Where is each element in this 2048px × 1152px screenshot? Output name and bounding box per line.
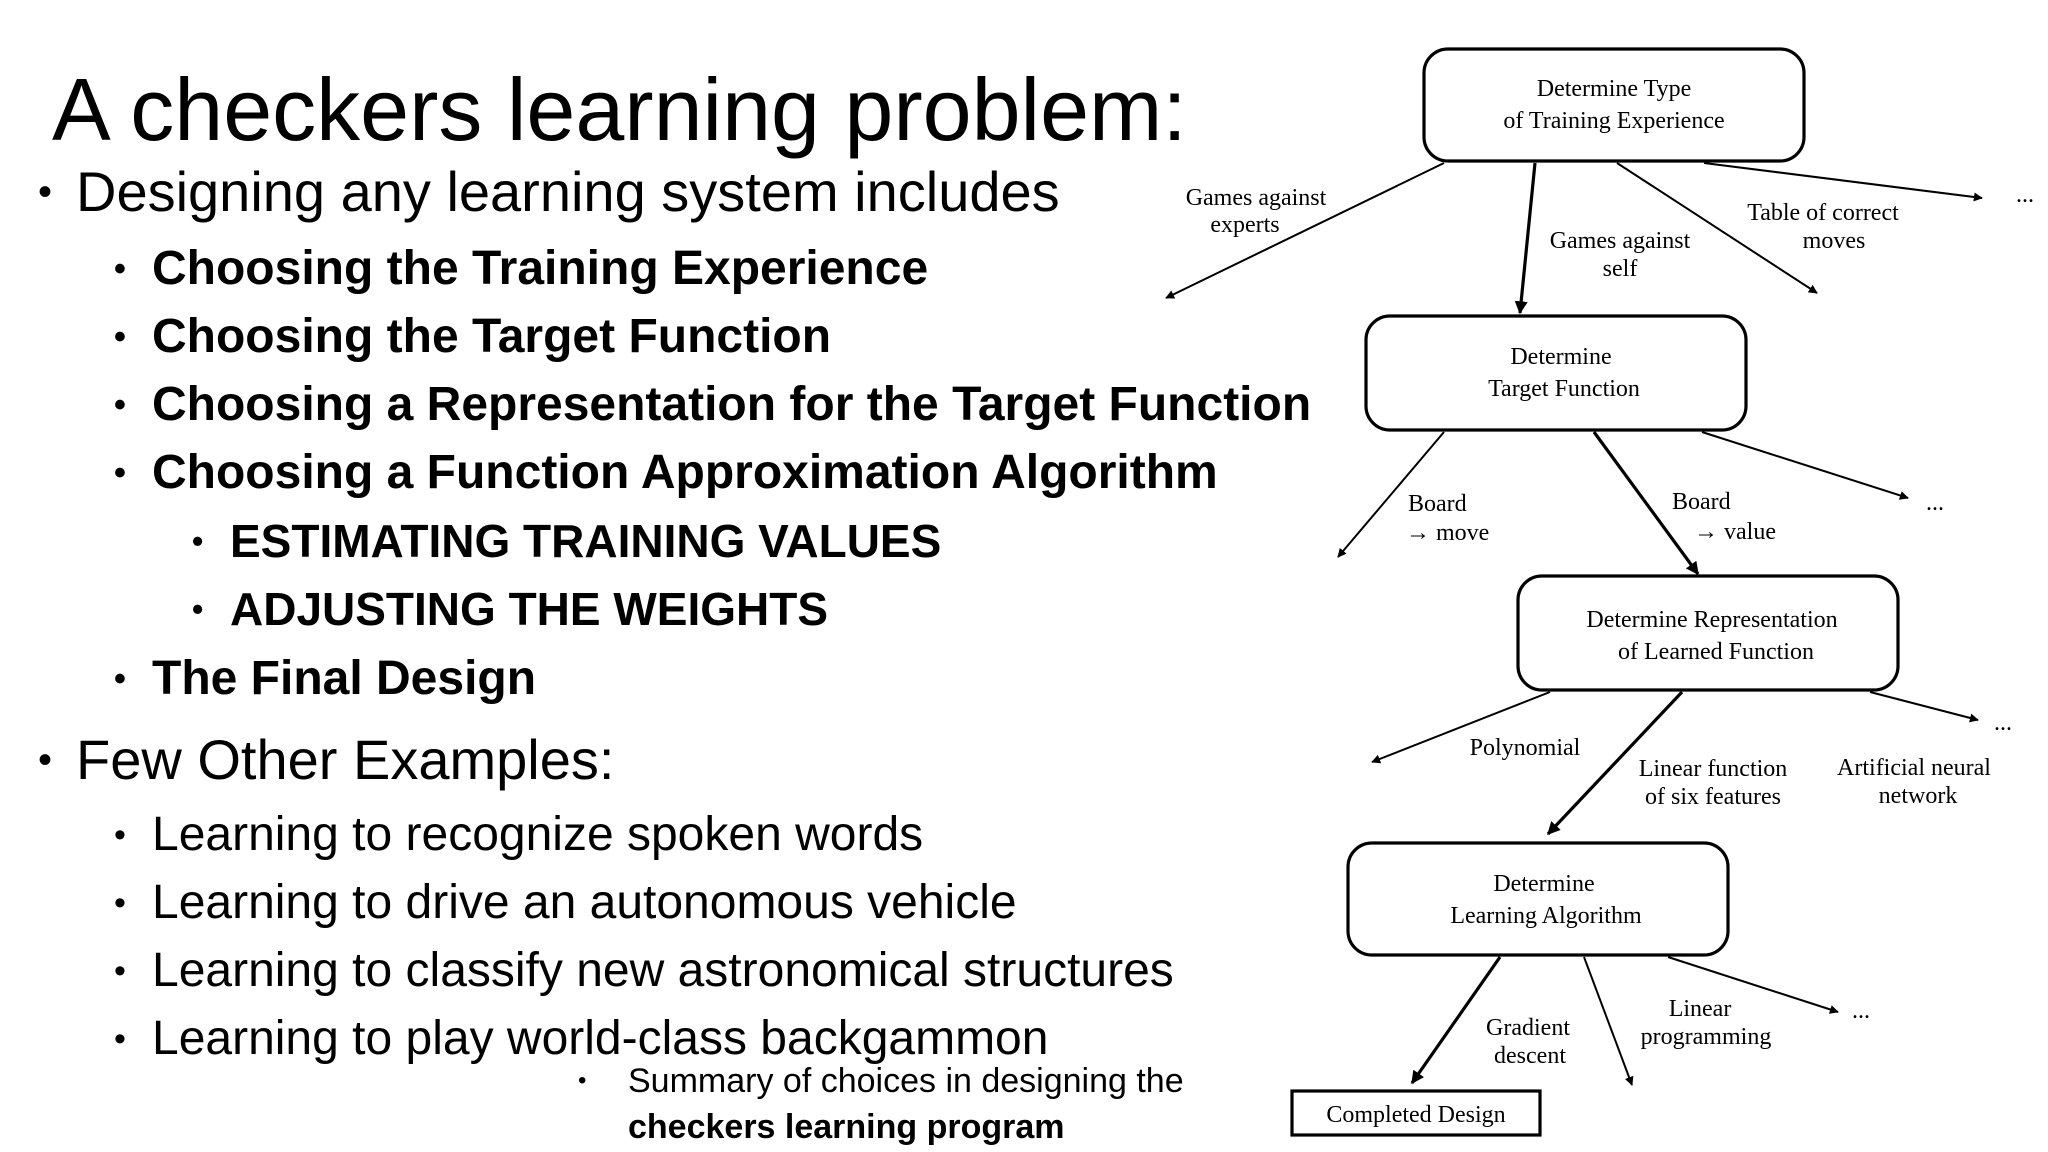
bullet-marker: • xyxy=(38,738,53,782)
label-board-move-2: → move xyxy=(1406,520,1489,546)
box-completed-design xyxy=(1290,1089,1542,1137)
bullet-item: • Choosing a Function Approximation Algor… xyxy=(114,444,1218,502)
arrow-table-moves xyxy=(1616,162,1818,294)
label-ann-2: network xyxy=(1879,783,1958,809)
label-table-moves-1: Table of correct xyxy=(1747,200,1899,226)
bullet-marker: • xyxy=(114,816,126,854)
ellipsis-algorithm: ... xyxy=(1852,998,1870,1024)
label-games-self-2: self xyxy=(1603,256,1638,282)
ellipsis-representation: ... xyxy=(1994,710,2012,736)
box-representation-line-1: Determine Representation xyxy=(1586,607,1837,633)
arrow-target-other xyxy=(1701,431,1909,500)
bullet-marker: • xyxy=(114,660,126,698)
box-algorithm-line-1: Determine xyxy=(1493,871,1594,897)
bullet-text: Choosing the Training Experience xyxy=(152,242,929,295)
box-learning-algorithm xyxy=(1346,841,1730,957)
bullet-marker: • xyxy=(114,1020,126,1058)
bullet-text: Few Other Examples: xyxy=(76,728,615,791)
bullet-marker: • xyxy=(114,386,126,424)
box-target-function xyxy=(1364,314,1748,432)
bullet-item: • Few Other Examples: xyxy=(38,728,614,792)
box-training-experience xyxy=(1422,47,1806,163)
label-table-moves-2: moves xyxy=(1803,228,1866,254)
bullet-text: ADJUSTING THE WEIGHTS xyxy=(230,583,829,635)
bullet-text: Choosing a Representation for the Target… xyxy=(152,378,1312,431)
bullet-item: • ADJUSTING THE WEIGHTS xyxy=(192,581,828,637)
box-target-line-2: Target Function xyxy=(1488,376,1640,402)
bullet-item: • Learning to recognize spoken words xyxy=(114,806,923,864)
label-linear-function-2: of six features xyxy=(1645,784,1781,810)
arrow-representation-other xyxy=(1869,691,1979,723)
bullet-text: Choosing the Target Function xyxy=(152,310,832,363)
bullet-marker: • xyxy=(114,250,126,288)
bullet-marker: • xyxy=(192,591,204,627)
caption-line-1: Summary of choices in designing the xyxy=(628,1062,1184,1100)
bullet-item: • Choosing a Representation for the Targe… xyxy=(114,376,1311,434)
arrow-board-value xyxy=(1592,431,1700,576)
bullet-text: Learning to classify new astronomical st… xyxy=(152,944,1174,997)
label-linear-prog-2: programming xyxy=(1641,1024,1772,1050)
bullet-item: • Learning to classify new astronomical s… xyxy=(114,942,1174,1000)
box-target-line-1: Determine xyxy=(1510,344,1611,370)
label-games-self-1: Games against xyxy=(1550,228,1691,254)
box-completed-label: Completed Design xyxy=(1326,1102,1505,1128)
label-gradient-2: descent xyxy=(1494,1043,1566,1069)
bullet-text: ESTIMATING TRAINING VALUES xyxy=(230,515,942,567)
caption-line-2: checkers learning program xyxy=(628,1108,1065,1146)
arrow-polynomial xyxy=(1371,691,1551,764)
arrow-algorithm-other xyxy=(1667,956,1839,1014)
bullet-marker: • xyxy=(192,523,204,559)
label-games-experts-2: experts xyxy=(1210,212,1279,238)
label-gradient-1: Gradient xyxy=(1486,1015,1570,1041)
bullet-marker: • xyxy=(114,952,126,990)
bullet-text: Learning to drive an autonomous vehicle xyxy=(152,876,1017,929)
label-board-value-2: → value xyxy=(1694,519,1776,545)
bullet-text: Choosing a Function Approximation Algori… xyxy=(152,446,1218,499)
bullet-item: • The Final Design xyxy=(114,650,536,708)
bullet-item: • Choosing the Target Function xyxy=(114,308,831,366)
label-linear-function-1: Linear function xyxy=(1639,756,1788,782)
box-representation-line-2: of Learned Function xyxy=(1618,639,1814,665)
label-board-value-1: Board xyxy=(1672,489,1731,515)
arrow-linear-function xyxy=(1546,690,1684,836)
bullet-item: • Choosing the Training Experience xyxy=(114,240,928,298)
arrow-gradient-descent xyxy=(1410,956,1502,1085)
caption-bullet: • xyxy=(578,1067,587,1094)
bullet-text: Learning to play world-class backgammon xyxy=(152,1012,1049,1065)
arrow-games-self xyxy=(1514,162,1537,315)
bullet-marker: • xyxy=(114,454,126,492)
ellipsis-target: ... xyxy=(1926,490,1944,516)
bullet-text: The Final Design xyxy=(152,652,537,705)
label-polynomial: Polynomial xyxy=(1470,735,1581,761)
label-ann-1: Artificial neural xyxy=(1837,755,1991,781)
box-algorithm-line-2: Learning Algorithm xyxy=(1450,903,1642,929)
box-training-line-2: of Training Experience xyxy=(1503,108,1724,134)
label-linear-prog-1: Linear xyxy=(1669,996,1732,1022)
box-training-line-1: Determine Type xyxy=(1537,76,1692,102)
bullet-item: • ESTIMATING TRAINING VALUES xyxy=(192,513,941,569)
bullet-marker: • xyxy=(38,170,53,214)
label-board-move-1: Board xyxy=(1408,491,1467,517)
bullet-text: Designing any learning system includes xyxy=(76,160,1060,223)
bullet-marker: • xyxy=(114,884,126,922)
bullet-item: • Learning to play world-class backgammon xyxy=(114,1010,1048,1068)
bullet-item: • Designing any learning system includes xyxy=(38,160,1060,224)
arrow-games-experts xyxy=(1165,162,1445,299)
ellipsis-training: ... xyxy=(2016,182,2034,208)
bullet-marker: • xyxy=(114,318,126,356)
label-games-experts-1: Games against xyxy=(1186,185,1327,211)
arrow-linear-programming xyxy=(1583,956,1634,1086)
box-representation xyxy=(1516,574,1900,692)
arrow-training-other xyxy=(1703,162,1983,202)
slide-title: A checkers learning problem: xyxy=(52,60,1187,159)
bullet-text: Learning to recognize spoken words xyxy=(152,808,924,861)
bullet-item: • Learning to drive an autonomous vehicle xyxy=(114,874,1017,932)
arrow-board-move xyxy=(1337,431,1445,558)
